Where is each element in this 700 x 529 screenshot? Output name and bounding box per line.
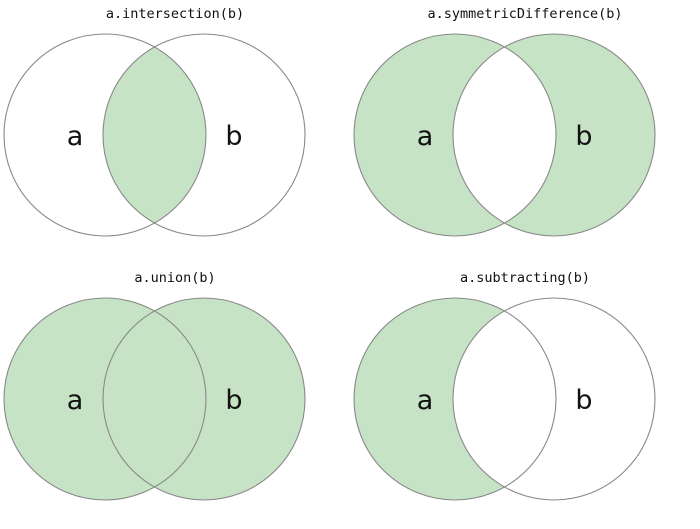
circle-b-outline [452,33,656,237]
shaded-region-a-minus-b [350,264,700,529]
shaded-region-intersection [103,34,206,236]
set-label-a: a [417,385,434,416]
set-label-b: b [575,385,592,416]
venn-panel-subtracting: a.subtracting(b) a b [350,264,700,529]
panel-title: a.union(b) [134,270,216,286]
circle-b-outline [102,33,306,237]
venn-panel-intersection: a.intersection(b) a b [0,0,350,265]
set-label-b: b [225,121,242,152]
set-label-a: a [67,385,84,416]
circle-a-outline [353,297,557,501]
circle-a-outline [3,33,207,237]
set-label-b: b [575,121,592,152]
shaded-region-symmetric-difference [350,0,700,265]
circle-b-outline [452,297,656,501]
circle-a-outline [353,33,557,237]
venn-panel-union: a.union(b) a b [0,264,350,529]
set-label-a: a [417,121,434,152]
set-label-a: a [67,121,84,152]
venn-graphic-union: a b [3,297,306,501]
venn-graphic-subtracting: a b [350,264,700,529]
circle-a-outline [3,297,207,501]
circle-b-outline [102,297,306,501]
venn-panel-symmetric-difference: a.symmetricDifference(b) [350,0,700,265]
set-label-b: b [225,385,242,416]
panel-title: a.intersection(b) [105,6,245,22]
shaded-region-union [4,298,305,500]
venn-graphic-symmetric-difference: a b [350,0,700,265]
venn-graphic-intersection: a b [3,33,306,237]
